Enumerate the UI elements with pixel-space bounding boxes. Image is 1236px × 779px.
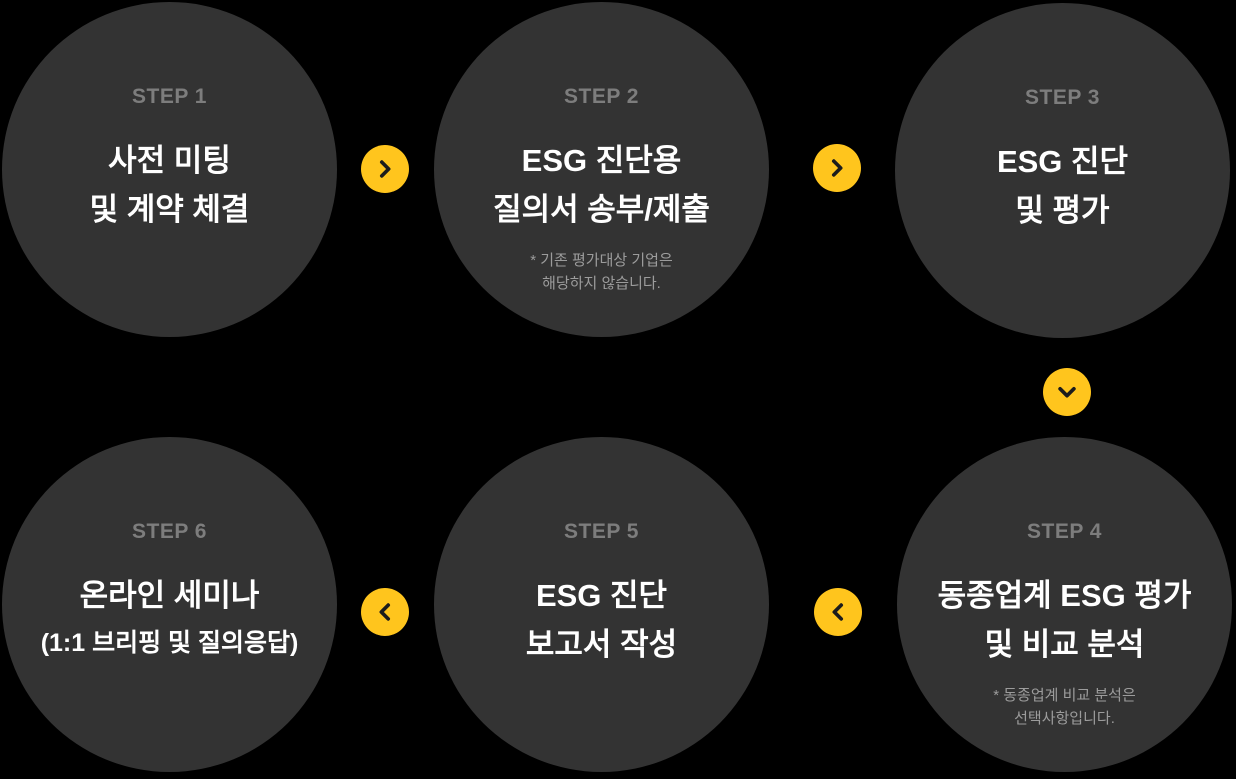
step-6-title: 온라인 세미나 bbox=[80, 571, 260, 620]
step-4-label: STEP 4 bbox=[1027, 520, 1102, 543]
step-4-note-line-2: 선택사항입니다. bbox=[1014, 710, 1115, 727]
step-6-label: STEP 6 bbox=[132, 520, 207, 543]
arrow-step2-to-step3 bbox=[813, 144, 861, 192]
step-4-circle: STEP 4 동종업계 ESG 평가 및 비교 분석 * 동종업계 비교 분석은… bbox=[897, 437, 1232, 772]
step-6-title-line-1: 온라인 세미나 bbox=[79, 578, 260, 613]
step-1-title-line-1: 사전 미팅 bbox=[108, 143, 231, 178]
step-4-title-line-2: 및 비교 분석 bbox=[984, 627, 1145, 662]
step-3-title-line-2: 및 평가 bbox=[1015, 193, 1110, 228]
chevron-right-icon bbox=[831, 159, 843, 177]
step-4-note-line-1: * 동종업계 비교 분석은 bbox=[993, 687, 1136, 704]
step-1-label: STEP 1 bbox=[132, 85, 207, 108]
chevron-down-icon bbox=[1058, 386, 1076, 398]
step-5-title-line-2: 보고서 작성 bbox=[525, 627, 678, 662]
step-3-label: STEP 3 bbox=[1025, 86, 1100, 109]
step-2-note: * 기존 평가대상 기업은 해당하지 않습니다. bbox=[530, 249, 673, 295]
step-2-circle: STEP 2 ESG 진단용 질의서 송부/제출 * 기존 평가대상 기업은 해… bbox=[434, 2, 769, 337]
step-5-title-line-1: ESG 진단 bbox=[535, 578, 668, 613]
step-2-note-line-2: 해당하지 않습니다. bbox=[542, 275, 661, 292]
step-3-circle: STEP 3 ESG 진단 및 평가 bbox=[895, 3, 1230, 338]
step-5-title: ESG 진단 보고서 작성 bbox=[526, 571, 677, 669]
step-3-title: ESG 진단 및 평가 bbox=[997, 137, 1128, 235]
arrow-step4-to-step5 bbox=[814, 588, 862, 636]
step-6-subtitle: (1:1 브리핑 및 질의응답) bbox=[40, 629, 299, 657]
arrow-step1-to-step2 bbox=[361, 145, 409, 193]
step-3-title-line-1: ESG 진단 bbox=[996, 144, 1129, 179]
chevron-left-icon bbox=[379, 603, 391, 621]
step-1-circle: STEP 1 사전 미팅 및 계약 체결 bbox=[2, 2, 337, 337]
arrow-step3-to-step4 bbox=[1043, 368, 1091, 416]
step-1-title-line-2: 및 계약 체결 bbox=[89, 192, 250, 227]
step-2-title-line-2: 질의서 송부/제출 bbox=[493, 192, 710, 227]
step-5-circle: STEP 5 ESG 진단 보고서 작성 bbox=[434, 437, 769, 772]
step-2-note-line-1: * 기존 평가대상 기업은 bbox=[530, 252, 673, 269]
chevron-right-icon bbox=[379, 160, 391, 178]
step-4-title-line-1: 동종업계 ESG 평가 bbox=[937, 578, 1192, 613]
step-2-label: STEP 2 bbox=[564, 85, 639, 108]
step-5-label: STEP 5 bbox=[564, 520, 639, 543]
arrow-step5-to-step6 bbox=[361, 588, 409, 636]
step-6-circle: STEP 6 온라인 세미나 (1:1 브리핑 및 질의응답) bbox=[2, 437, 337, 772]
step-4-note: * 동종업계 비교 분석은 선택사항입니다. bbox=[993, 684, 1136, 730]
step-2-title-line-1: ESG 진단용 bbox=[521, 143, 682, 178]
step-2-title: ESG 진단용 질의서 송부/제출 bbox=[493, 136, 710, 234]
chevron-left-icon bbox=[832, 603, 844, 621]
step-4-title: 동종업계 ESG 평가 및 비교 분석 bbox=[938, 571, 1192, 669]
step-1-title: 사전 미팅 및 계약 체결 bbox=[90, 136, 250, 234]
